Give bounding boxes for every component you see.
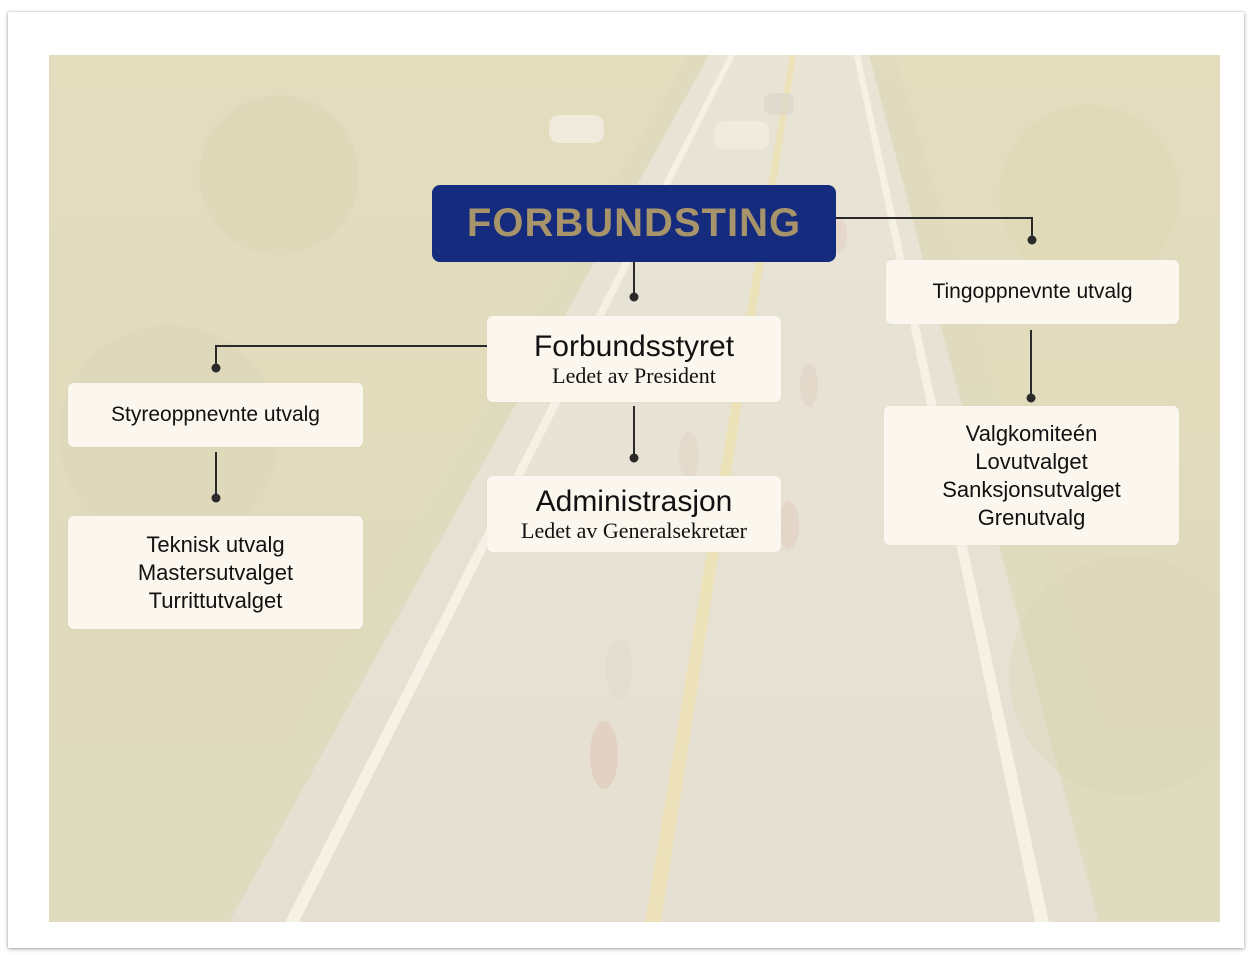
- connector-top-to-congress-committees: [815, 217, 1033, 240]
- connector-dot: [1027, 235, 1037, 245]
- board-subtitle: Ledet av President: [552, 363, 716, 388]
- board-committees-node: Styreoppnevnte utvalg: [68, 383, 363, 447]
- list-item: Teknisk utvalg: [146, 531, 285, 557]
- congress-committees-title: Tingoppnevnte utvalg: [932, 280, 1133, 303]
- admin-subtitle: Ledet av Generalsekretær: [521, 518, 747, 543]
- connector-dot: [211, 363, 221, 373]
- list-item: Sanksjonsutvalget: [942, 476, 1121, 502]
- forbundsting-title: FORBUNDSTING: [466, 201, 802, 245]
- list-item: Lovutvalget: [975, 448, 1088, 474]
- board-title: Forbundsstyret: [533, 330, 735, 363]
- admin-node: Administrasjon Ledet av Generalsekretær: [487, 476, 781, 552]
- board-node: Forbundsstyret Ledet av President: [487, 316, 781, 402]
- congress-committees-list: Valgkomiteén Lovutvalget Sanksjonsutvalg…: [884, 406, 1179, 545]
- connector-dot: [1026, 393, 1036, 403]
- admin-title: Administrasjon: [535, 485, 733, 518]
- connector-dot: [211, 493, 221, 503]
- forbundsting-node: FORBUNDSTING: [432, 185, 836, 262]
- list-item: Valgkomiteén: [965, 420, 1098, 446]
- congress-committees-node: Tingoppnevnte utvalg: [886, 260, 1179, 324]
- board-committees-list: Teknisk utvalg Mastersutvalget Turrittut…: [68, 516, 363, 629]
- connector-dot: [629, 453, 639, 463]
- connector-dot: [629, 292, 639, 302]
- list-item: Mastersutvalget: [137, 559, 294, 585]
- connector-board-to-board-committees: [215, 345, 488, 368]
- list-item: Grenutvalg: [977, 504, 1086, 530]
- board-committees-title: Styreoppnevnte utvalg: [111, 403, 320, 426]
- list-item: Turrittutvalget: [148, 587, 283, 613]
